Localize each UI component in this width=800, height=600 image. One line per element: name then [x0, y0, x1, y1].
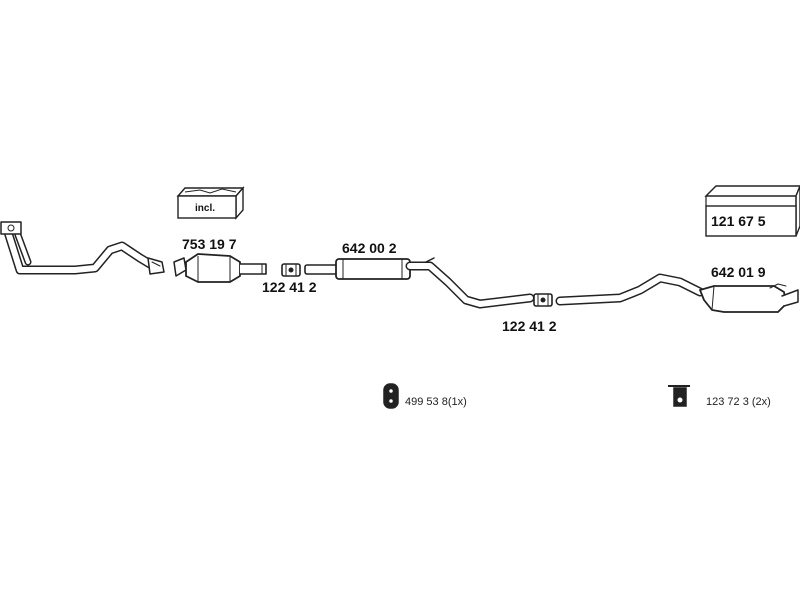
mounting-kit-box — [704, 185, 800, 237]
kit-incl-note: incl. — [195, 203, 216, 214]
part-number-mounting-kit: 121 67 5 — [711, 213, 766, 229]
catalytic-converter — [173, 253, 267, 283]
rear-silencer — [555, 273, 799, 313]
front-pipe — [0, 221, 165, 275]
fitting-kit-box — [176, 186, 245, 220]
connector-rear — [533, 293, 553, 307]
middle-silencer — [304, 257, 535, 309]
rubber-mount-icon — [383, 383, 399, 409]
part-number-middle-silencer: 642 00 2 — [342, 240, 397, 256]
part-number-catalytic-converter: 753 19 7 — [182, 236, 237, 252]
part-number-rear-silencer: 642 01 9 — [711, 264, 766, 280]
connector-front — [281, 263, 301, 277]
part-number-connector-front: 122 41 2 — [262, 279, 317, 295]
hanger-clamp-icon — [668, 385, 690, 407]
part-number-connector-rear: 122 41 2 — [502, 318, 557, 334]
accessory-label-hanger-clamp: 123 72 3 (2x) — [706, 396, 771, 408]
accessory-label-rubber-mount: 499 53 8(1x) — [405, 396, 467, 408]
